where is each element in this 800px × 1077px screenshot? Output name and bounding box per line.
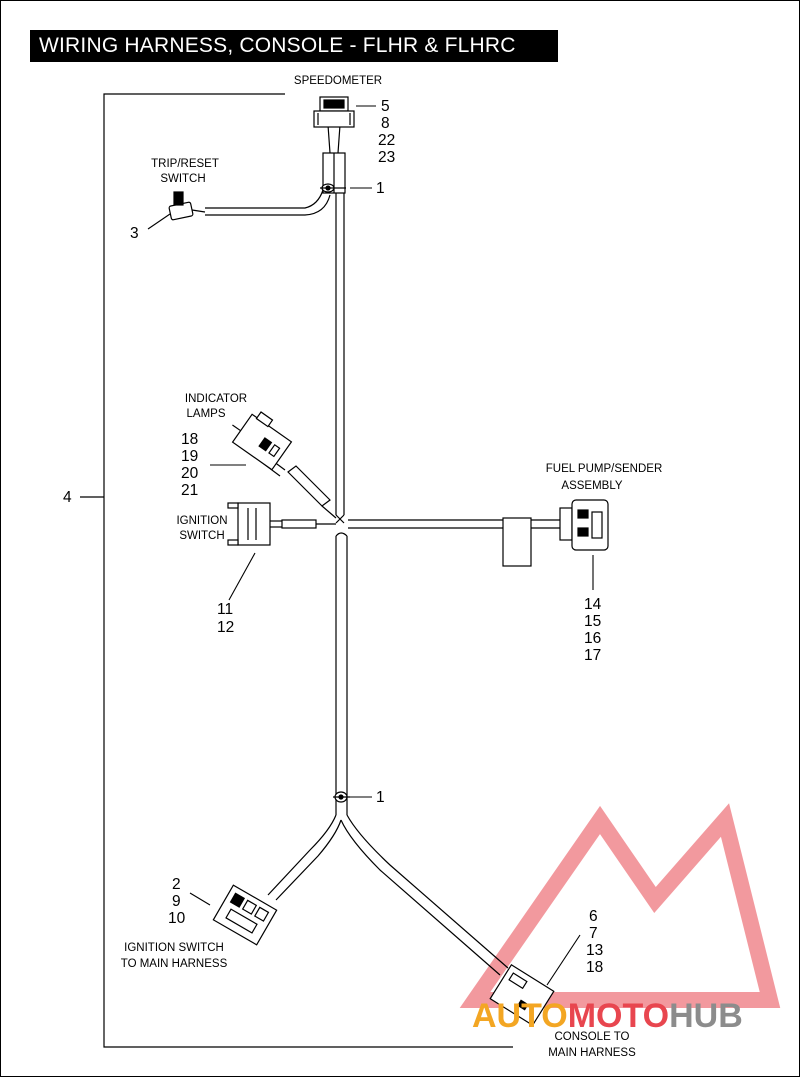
ignition-switch-connector: [227, 502, 271, 546]
callout-ignition-0: 11: [217, 601, 233, 618]
callout-speedometer-2: 22: [378, 132, 395, 149]
component-labels: SPEEDOMETER TRIP/RESET SWITCH INDICATOR …: [121, 75, 663, 1059]
label-ignition-1: IGNITION: [176, 515, 227, 527]
callout-clip-bottom: 1: [376, 789, 385, 806]
harness-bracket: [80, 93, 513, 1048]
trip-reset-connector: [168, 191, 206, 221]
callout-indicator-3: 21: [181, 482, 198, 499]
label-indicator-2: LAMPS: [187, 408, 226, 420]
callout-console-main-3: 18: [586, 959, 603, 976]
callout-console-main-2: 13: [586, 942, 603, 959]
watermark-part-hub: HUB: [669, 997, 743, 1035]
callout-indicator-1: 19: [181, 448, 198, 465]
callout-trip-reset: 3: [130, 225, 139, 242]
harness-trunk: [205, 124, 560, 976]
ignition-main-connector: [212, 884, 278, 946]
watermark-part-moto: MOTO: [568, 997, 669, 1035]
callout-fuel-0: 14: [584, 596, 602, 613]
label-console-main-2: MAIN HARNESS: [548, 1047, 636, 1059]
label-speedometer: SPEEDOMETER: [294, 75, 382, 87]
callout-numbers: 5 8 22 23 1 3 18 19 20 21 4 11 12 14 15 …: [63, 98, 603, 976]
callout-fuel-2: 16: [584, 630, 601, 647]
callout-harness: 4: [63, 489, 72, 506]
indicator-lamps-connector: [231, 411, 293, 471]
callout-console-main-1: 7: [589, 925, 598, 942]
speedometer-connector: [313, 96, 355, 128]
label-console-main-1: CONSOLE TO: [555, 1031, 630, 1043]
label-ignition-2: SWITCH: [179, 530, 224, 542]
label-fuel-2: ASSEMBLY: [561, 480, 622, 492]
callout-ign-main-1: 9: [172, 893, 181, 910]
watermark-part-auto: AUTO: [472, 997, 568, 1035]
watermark-logo: [459, 803, 781, 1008]
callout-speedometer-0: 5: [381, 98, 390, 115]
callout-ignition-1: 12: [217, 619, 234, 636]
cable-clip-bottom: [333, 791, 350, 803]
label-indicator-1: INDICATOR: [185, 393, 247, 405]
cable-clip-top: [320, 183, 346, 193]
callout-indicator-2: 20: [181, 465, 199, 482]
callout-speedometer-1: 8: [381, 115, 390, 132]
callout-ign-main-2: 10: [168, 910, 186, 927]
console-main-connector: [489, 963, 555, 1027]
label-trip-reset-1: TRIP/RESET: [151, 158, 219, 170]
callout-console-main-0: 6: [589, 908, 598, 925]
label-fuel-1: FUEL PUMP/SENDER: [546, 463, 663, 475]
label-trip-reset-2: SWITCH: [160, 173, 205, 185]
label-ign-main-1: IGNITION SWITCH: [124, 942, 224, 954]
callout-ign-main-0: 2: [172, 876, 181, 893]
leader-lines: [147, 105, 594, 986]
callout-clip-top: 1: [376, 180, 385, 197]
diagram-title: WIRING HARNESS, CONSOLE - FLHR & FLHRC: [30, 30, 558, 62]
callout-fuel-3: 17: [584, 647, 601, 664]
callout-indicator-0: 18: [181, 431, 198, 448]
callout-fuel-1: 15: [584, 613, 601, 630]
label-ign-main-2: TO MAIN HARNESS: [121, 958, 228, 970]
fuel-pump-connector: [559, 499, 609, 551]
watermark-text: AUTOMOTOHUB: [472, 997, 743, 1035]
callout-speedometer-3: 23: [378, 149, 395, 166]
